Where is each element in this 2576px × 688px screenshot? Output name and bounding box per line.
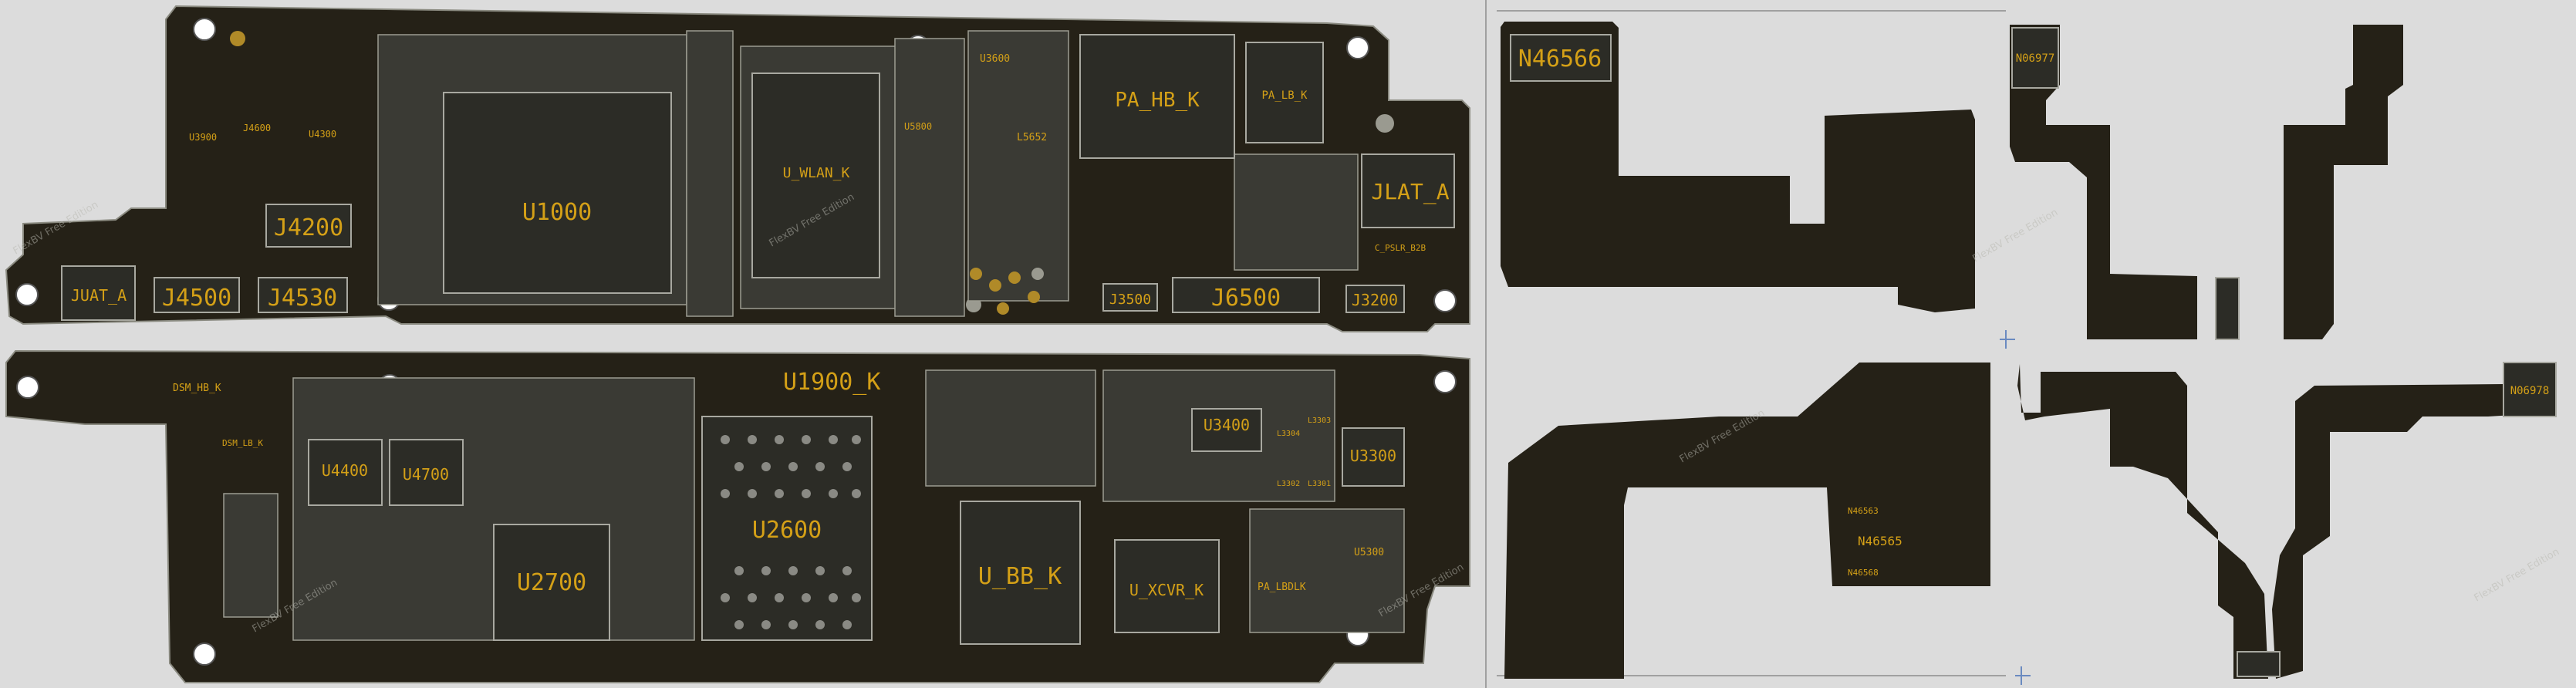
- label-j6500: J6500: [1211, 285, 1281, 312]
- label-j4500: J4500: [162, 285, 231, 312]
- connector-small: [2215, 277, 2240, 340]
- label-dsm-hb-k: DSM_HB_K: [173, 383, 221, 394]
- label-l3304: L3304: [1277, 430, 1300, 438]
- chip-pa-lb-k[interactable]: [1245, 42, 1324, 143]
- label-u1000: U1000: [522, 199, 592, 226]
- label-pa-hb-k: PA_HB_K: [1115, 89, 1200, 112]
- label-n46568: N46568: [1848, 568, 1879, 578]
- label-u3600: U3600: [980, 53, 1010, 65]
- label-n46566: N46566: [1518, 46, 1602, 73]
- chip-n06978[interactable]: [2503, 362, 2557, 417]
- chip-u2600[interactable]: [701, 416, 873, 641]
- label-j3500: J3500: [1109, 292, 1151, 308]
- bga-balls: [721, 435, 861, 629]
- chip-n06977[interactable]: [2011, 27, 2059, 89]
- label-l5652: L5652: [1017, 132, 1047, 143]
- label-j3200: J3200: [1352, 291, 1398, 309]
- label-n06977: N06977: [2016, 52, 2055, 65]
- connector-small: [2237, 651, 2281, 677]
- chip-u4400[interactable]: [308, 439, 383, 506]
- pad-cluster: [970, 268, 1044, 315]
- chip-u-bb-k[interactable]: [960, 501, 1081, 645]
- label-n46565: N46565: [1858, 534, 1902, 548]
- chip-u3300[interactable]: [1342, 427, 1405, 487]
- label-n46563: N46563: [1848, 506, 1879, 516]
- flex-parts[interactable]: N46566 N46563 N46565 N46568 N06977 N0697…: [1501, 22, 2557, 679]
- bottom-board[interactable]: U2600 U2700 U_BB_K U_XCVR_K U4400 U4700 …: [5, 349, 1470, 683]
- label-u2700: U2700: [517, 569, 586, 596]
- flex-n06977-arm[interactable]: [2284, 25, 2403, 339]
- mount-hole: [15, 283, 39, 306]
- label-u3400: U3400: [1204, 416, 1250, 434]
- label-l3303: L3303: [1308, 417, 1331, 425]
- connector-j3500[interactable]: [1102, 283, 1158, 312]
- label-l3302: L3302: [1277, 480, 1300, 488]
- mount-hole: [193, 18, 216, 41]
- label-pa-lb-k: PA_LB_K: [1261, 89, 1308, 102]
- comp-area: [967, 30, 1069, 302]
- mount-hole: [193, 642, 216, 666]
- comp-area: [686, 30, 734, 317]
- top-board[interactable]: U1000 U_WLAN_K PA_HB_K PA_LB_K JLAT_A C_…: [5, 5, 1470, 332]
- mount-hole: [16, 376, 39, 399]
- label-u1900-k: U1900_K: [783, 369, 880, 396]
- label-pa-lbdlk: PA_LBDLK: [1258, 582, 1306, 593]
- label-u3900: U3900: [189, 132, 217, 143]
- comp-area: [894, 38, 965, 317]
- connector-j4200[interactable]: [265, 204, 352, 248]
- chip-u-xcvr-k[interactable]: [1114, 539, 1220, 633]
- connector-j4530[interactable]: [258, 277, 348, 313]
- comp-area: [223, 493, 279, 618]
- comp-area: [1249, 508, 1405, 633]
- label-n06978: N06978: [2510, 385, 2550, 397]
- chip-u2700[interactable]: [493, 524, 610, 641]
- chip-pa-hb-k[interactable]: [1079, 34, 1235, 159]
- comp-area: [1234, 153, 1359, 271]
- mount-hole: [1433, 289, 1457, 312]
- connector-j4500[interactable]: [154, 277, 240, 313]
- label-j4200: J4200: [274, 214, 343, 241]
- label-u3300: U3300: [1350, 447, 1396, 465]
- connector-juat-a[interactable]: [61, 265, 136, 321]
- crosshair-icon: [2000, 330, 2031, 685]
- flex-n46565[interactable]: [1504, 363, 1990, 679]
- label-box-n46566: [1510, 34, 1612, 82]
- flex-n46566[interactable]: [1501, 22, 1975, 312]
- label-l3301: L3301: [1308, 480, 1331, 488]
- connector-j6500[interactable]: [1172, 277, 1320, 313]
- watermark-text: FlexBV Free Edition: [1971, 207, 2061, 265]
- test-pad: [1376, 114, 1394, 133]
- mount-hole: [1346, 36, 1369, 59]
- label-j4600: J4600: [243, 123, 271, 133]
- comp-area: [925, 369, 1096, 487]
- connector-jlat-a[interactable]: [1361, 153, 1455, 228]
- connector-j3200[interactable]: [1345, 285, 1405, 313]
- label-u-wlan-k: U_WLAN_K: [783, 165, 850, 181]
- gold-pad: [230, 31, 245, 46]
- label-u4400: U4400: [322, 461, 368, 480]
- label-u5300: U5300: [1354, 547, 1384, 558]
- chip-u3400[interactable]: [1191, 408, 1262, 452]
- label-jlat-a: JLAT_A: [1371, 179, 1449, 205]
- label-u-bb-k: U_BB_K: [978, 563, 1062, 590]
- flex-n06977[interactable]: [2010, 25, 2197, 339]
- label-u4700: U4700: [403, 465, 449, 484]
- mount-hole: [1433, 370, 1457, 393]
- label-j4530: J4530: [268, 285, 337, 312]
- flex-n06978[interactable]: [2017, 364, 2268, 679]
- chip-u4700[interactable]: [389, 439, 464, 506]
- chip-u-wlan-k[interactable]: [751, 73, 880, 278]
- watermark-text: FlexBV Free Edition: [2473, 546, 2562, 604]
- label-u2600: U2600: [752, 517, 822, 544]
- label-u5800: U5800: [904, 121, 932, 132]
- chip-u1000[interactable]: [443, 92, 672, 294]
- label-juat-a: JUAT_A: [71, 286, 127, 305]
- label-u4300: U4300: [309, 129, 336, 140]
- label-u-xcvr-k: U_XCVR_K: [1129, 581, 1204, 599]
- label-dsm-lb-k: DSM_LB_K: [222, 438, 263, 448]
- label-c-pslr-b2b: C_PSLR_B2B: [1375, 243, 1426, 253]
